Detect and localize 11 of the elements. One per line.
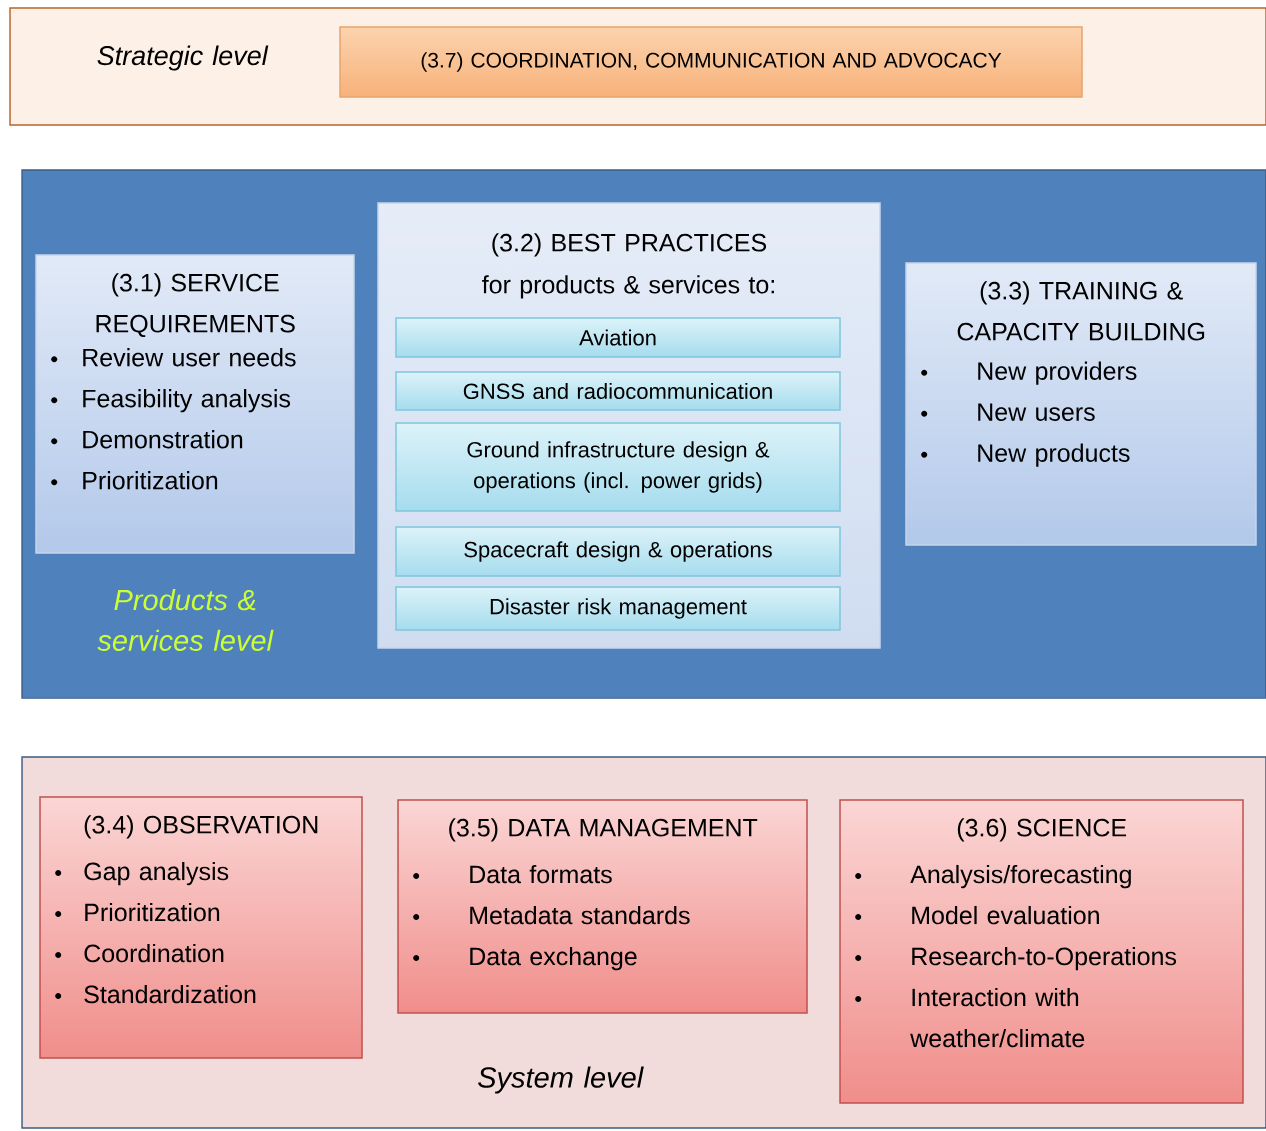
topic-box: Spacecraft design & operations [395, 526, 841, 577]
topic-box: Ground infrastructure design & operations (incl. power grids) [395, 422, 841, 512]
topic-box: Disaster risk management [395, 586, 841, 631]
topic-box: (3.5) DATA MANAGEMENT Data formats Metadata standards Data exchange [397, 799, 808, 1014]
topic-box: (3.6) SCIENCE Analysis/forecasting Model evaluation Research-to-Operations Interaction with weather/climate [839, 799, 1244, 1104]
topic-box: Aviation [395, 317, 841, 358]
topic-box: (3.4) OBSERVATION Gap analysis Prioritization Coordination Standardization [39, 796, 363, 1059]
topic-box: (3.3) TRAINING & CAPACITY BUILDING New providers New users New products [905, 262, 1257, 546]
topic-box: (3.1) SERVICE REQUIREMENTS Review user needs Feasibility analysis Demonstration Prioritization [35, 254, 355, 554]
topic-box: (3.7) COORDINATION, COMMUNICATION AND ADVOCACY [339, 26, 1083, 98]
topic-box: GNSS and radiocommunication [395, 371, 841, 411]
